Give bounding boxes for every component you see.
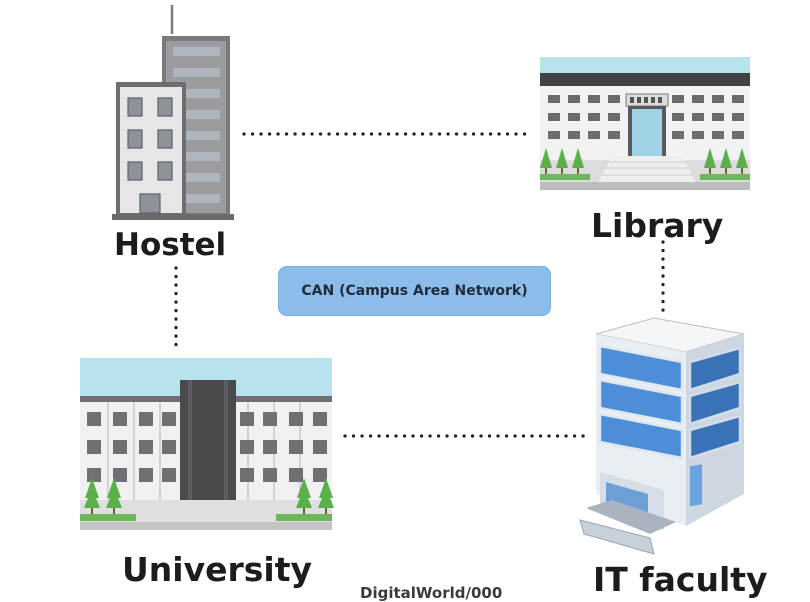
university-label: University <box>122 550 313 589</box>
watermark: DigitalWorld/000 <box>360 584 503 602</box>
can-center-badge: CAN (Campus Area Network) <box>278 266 551 316</box>
library-label: Library <box>591 206 724 245</box>
can-center-label: CAN (Campus Area Network) <box>301 283 528 299</box>
hostel-building-icon <box>112 5 234 220</box>
hostel-label: Hostel <box>114 227 227 263</box>
library-building-icon <box>540 57 750 190</box>
links <box>174 132 665 438</box>
it-faculty-label: IT faculty <box>593 560 768 599</box>
it-faculty-building-icon <box>579 317 745 555</box>
university-building-icon <box>80 358 334 530</box>
